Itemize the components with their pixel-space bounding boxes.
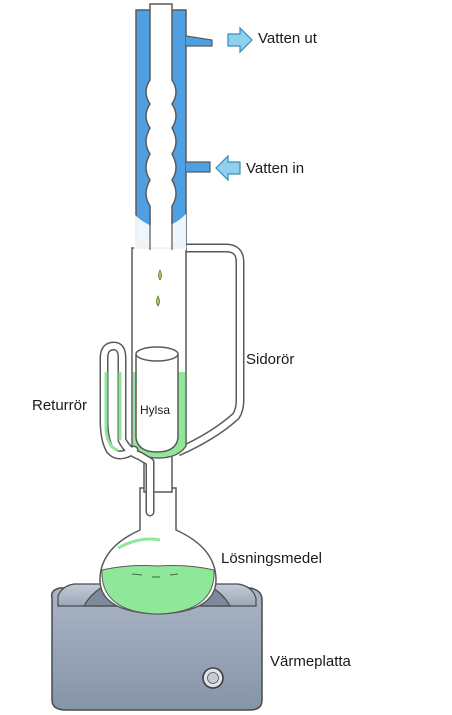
condenser — [134, 4, 212, 250]
thimble-label: Hylsa — [140, 404, 170, 416]
return-tube-label: Returrör — [32, 398, 87, 413]
hot-plate-label: Värmeplatta — [270, 654, 351, 669]
water-out-label: Vatten ut — [258, 31, 317, 46]
side-tube-label: Sidorör — [246, 352, 294, 367]
water-in-arrow-icon — [216, 156, 240, 180]
water-in-label: Vatten in — [246, 161, 304, 176]
flask — [100, 488, 216, 614]
condenser-inner-tube — [146, 4, 176, 248]
drop-icon — [157, 296, 160, 306]
solvent-label: Lösningsmedel — [221, 551, 322, 566]
water-out-arrow-icon — [228, 28, 252, 52]
drop-icon — [159, 270, 162, 280]
thimble — [136, 347, 178, 452]
